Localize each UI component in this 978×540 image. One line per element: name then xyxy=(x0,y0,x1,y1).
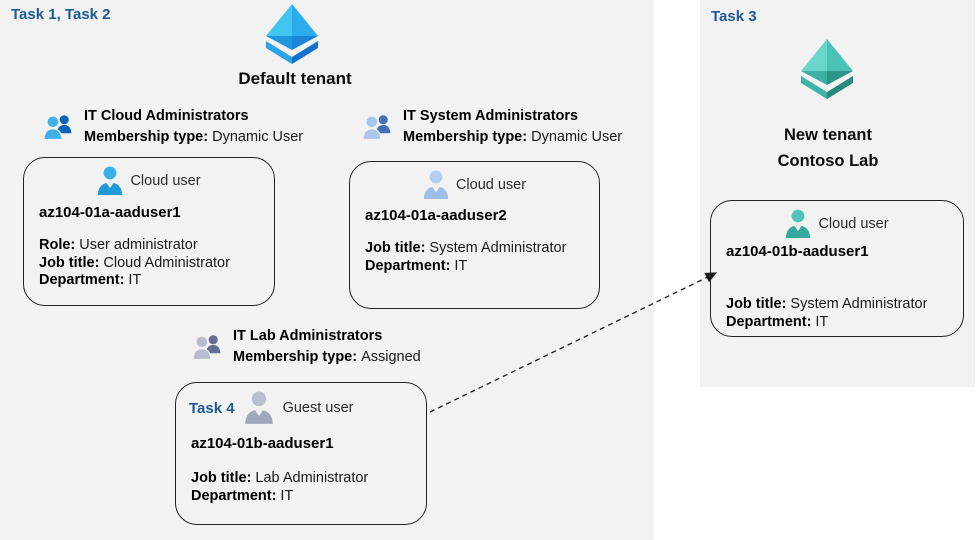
group-people-icon xyxy=(192,335,221,361)
user-card-guest-aaduser1: Task 4 Guest user az104-01b-aaduser1 Job… xyxy=(175,382,427,525)
cloud-user-icon xyxy=(786,209,811,238)
membership-type: Membership type:Dynamic User xyxy=(84,129,304,145)
new-tenant-title: New tenant xyxy=(783,126,872,144)
field-department: Department:IT xyxy=(726,313,829,330)
user-card-newtenant-aaduser1: Cloud user az104-01b-aaduser1 Job title:… xyxy=(710,200,964,337)
field-job-title: Job title:Lab Administrator xyxy=(191,470,369,486)
group-people-icon xyxy=(43,115,72,141)
field-department: Department:IT xyxy=(39,272,142,288)
field-department: Department:IT xyxy=(191,487,294,504)
user-type-label: Cloud user xyxy=(455,177,527,193)
username: az104-01b-aaduser1 xyxy=(726,243,869,260)
new-tenant-icon xyxy=(801,39,853,99)
user-card-header: Cloud user xyxy=(350,170,599,200)
guest-user-icon xyxy=(244,391,273,424)
group-people-icon xyxy=(362,115,391,141)
cloud-user-icon xyxy=(423,170,449,199)
user-fields: Job title:System Administrator Departmen… xyxy=(726,296,927,331)
user-card-header: Cloud user xyxy=(24,166,274,196)
field-job-title: Job title:System Administrator xyxy=(726,296,928,312)
username: az104-01a-aaduser2 xyxy=(365,207,507,224)
user-fields: Job title:Lab Administrator Department:I… xyxy=(191,470,368,505)
group-title: IT Cloud Administrators xyxy=(84,108,249,124)
membership-type: Membership type:Dynamic User xyxy=(403,129,623,145)
new-tenant-label: New tenant Contoso Lab xyxy=(700,122,956,174)
task-1-2-label: Task 1, Task 2 xyxy=(11,6,111,23)
task-4-label: Task 4 xyxy=(189,399,235,417)
cloud-user-icon xyxy=(98,166,123,195)
field-job-title: Job title:System Administrator xyxy=(365,240,567,256)
field-department: Department:IT xyxy=(365,257,468,274)
default-tenant-label: Default tenant xyxy=(238,69,352,88)
new-tenant-name: Contoso Lab xyxy=(777,152,879,170)
user-fields: Role:User administrator Job title:Cloud … xyxy=(39,237,230,290)
field-job-title: Job title:Cloud Administrator xyxy=(39,254,230,271)
username: az104-01a-aaduser1 xyxy=(39,204,181,221)
default-tenant-icon xyxy=(266,4,318,64)
group-cloud-admins-header: IT Cloud Administrators Membership type:… xyxy=(42,106,303,148)
user-type-label: Cloud user xyxy=(818,216,889,232)
group-title: IT Lab Administrators xyxy=(233,328,383,344)
task-3-label: Task 3 xyxy=(711,8,757,25)
user-type-label: Guest user xyxy=(282,400,354,416)
user-fields: Job title:System Administrator Departmen… xyxy=(365,240,566,275)
user-card-aaduser1: Cloud user az104-01a-aaduser1 Role:User … xyxy=(23,157,275,306)
user-type-label: Cloud user xyxy=(130,173,201,189)
user-card-aaduser2: Cloud user az104-01a-aaduser2 Job title:… xyxy=(349,161,600,309)
user-card-header: Cloud user xyxy=(711,209,963,239)
user-card-header: Task 4 Guest user xyxy=(189,391,354,425)
membership-type: Membership type:Assigned xyxy=(233,349,421,365)
username: az104-01b-aaduser1 xyxy=(191,435,334,452)
group-title: IT System Administrators xyxy=(403,108,579,124)
default-tenant-panel xyxy=(0,0,654,540)
group-system-admins-header: IT System Administrators Membership type… xyxy=(361,106,622,148)
group-lab-admins-header: IT Lab Administrators Membership type:As… xyxy=(191,326,421,368)
field-role: Role:User administrator xyxy=(39,237,198,253)
